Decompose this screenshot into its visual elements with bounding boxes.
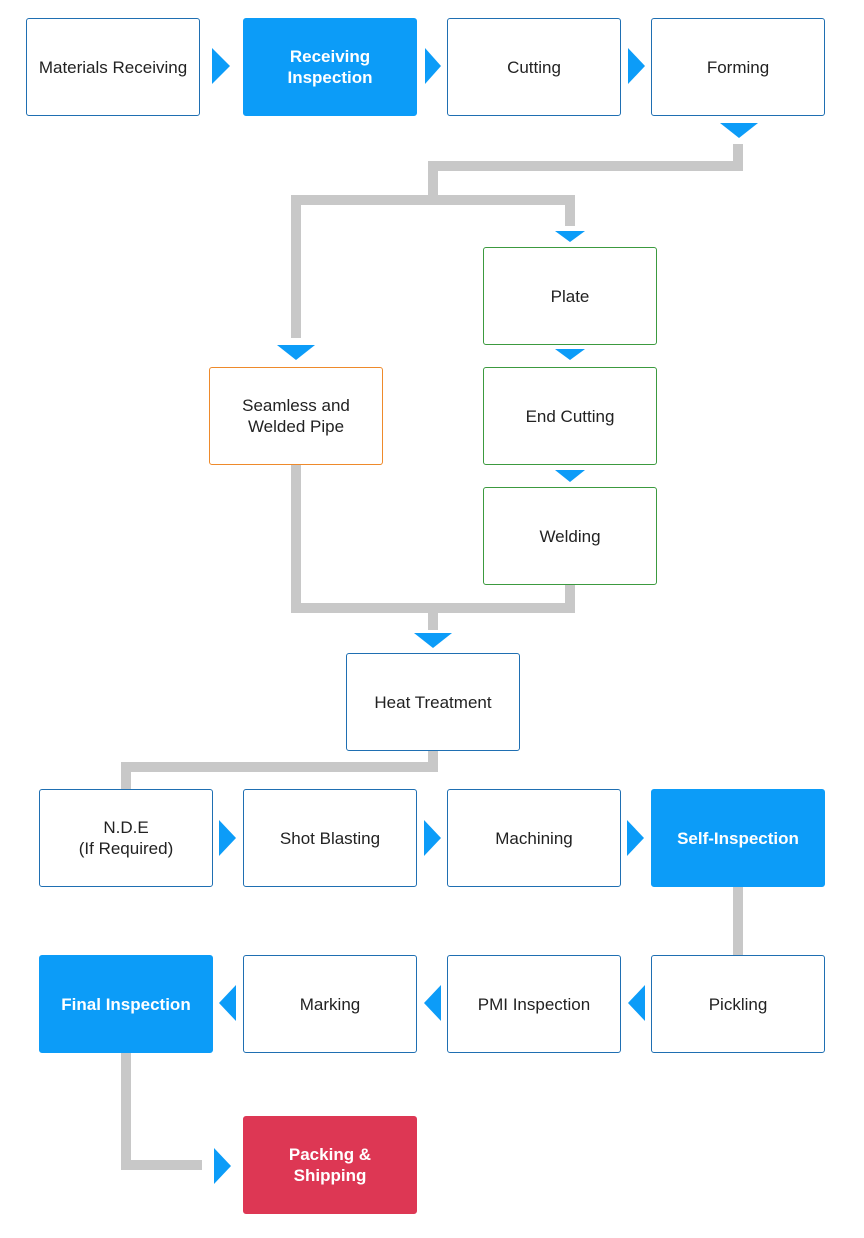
arrow-down-icon bbox=[555, 470, 585, 482]
arrow-right-icon bbox=[214, 1148, 231, 1184]
arrow-right-icon bbox=[425, 48, 441, 84]
step-cutting: Cutting bbox=[447, 18, 621, 116]
step-end-cutting: End Cutting bbox=[483, 367, 657, 465]
step-marking: Marking bbox=[243, 955, 417, 1053]
step-self-inspection: Self-Inspection bbox=[651, 789, 825, 887]
step-machining: Machining bbox=[447, 789, 621, 887]
step-nde: N.D.E (If Required) bbox=[39, 789, 213, 887]
connector-final-packing bbox=[121, 1052, 202, 1170]
arrow-right-icon bbox=[627, 820, 644, 856]
arrow-down-icon bbox=[720, 123, 758, 138]
step-heat-treatment: Heat Treatment bbox=[346, 653, 520, 751]
arrow-right-icon bbox=[219, 820, 236, 856]
step-shot-blasting: Shot Blasting bbox=[243, 789, 417, 887]
step-receiving-inspection: Receiving Inspection bbox=[243, 18, 417, 116]
step-forming: Forming bbox=[651, 18, 825, 116]
arrow-down-icon bbox=[555, 349, 585, 360]
arrow-left-icon bbox=[628, 985, 645, 1021]
connector-forming-branch bbox=[291, 144, 743, 338]
connector-heat-nde bbox=[121, 750, 438, 789]
step-materials-receiving: Materials Receiving bbox=[26, 18, 200, 116]
step-pickling: Pickling bbox=[651, 955, 825, 1053]
arrow-right-icon bbox=[212, 48, 230, 84]
arrow-down-icon bbox=[414, 633, 452, 648]
arrow-down-icon bbox=[277, 345, 315, 360]
arrow-left-icon bbox=[424, 985, 441, 1021]
connector-merge-heat bbox=[291, 464, 575, 630]
step-welding: Welding bbox=[483, 487, 657, 585]
arrow-right-icon bbox=[628, 48, 645, 84]
step-packing-shipping: Packing & Shipping bbox=[243, 1116, 417, 1214]
arrow-right-icon bbox=[424, 820, 441, 856]
step-final-inspection: Final Inspection bbox=[39, 955, 213, 1053]
step-pmi-inspection: PMI Inspection bbox=[447, 955, 621, 1053]
step-plate: Plate bbox=[483, 247, 657, 345]
arrow-left-icon bbox=[219, 985, 236, 1021]
arrow-down-icon bbox=[555, 231, 585, 242]
step-seamless-welded-pipe: Seamless and Welded Pipe bbox=[209, 367, 383, 465]
